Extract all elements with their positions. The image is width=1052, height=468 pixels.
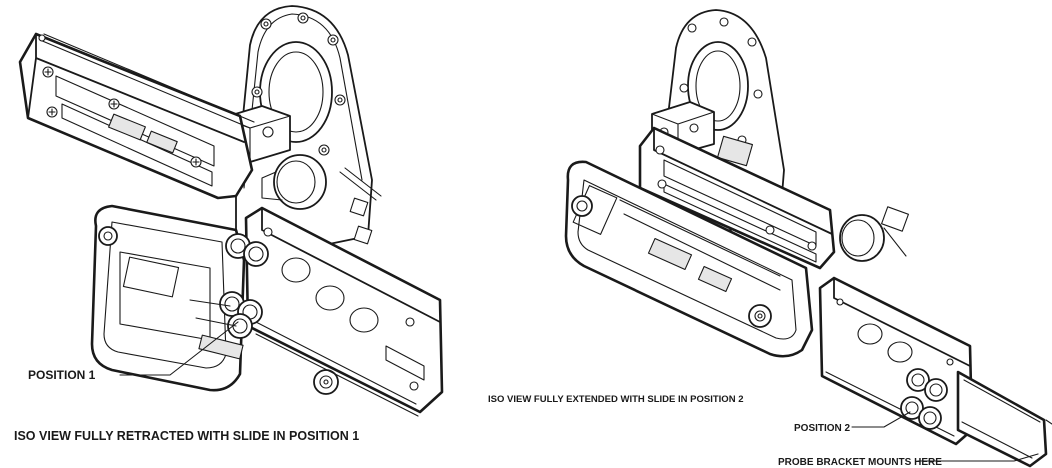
- retracted-view-caption: ISO VIEW FULLY RETRACTED WITH SLIDE IN P…: [14, 429, 359, 443]
- position-2-leader: [851, 411, 911, 428]
- right-pulley-housing: [564, 160, 814, 358]
- position-1-label: POSITION 1: [28, 368, 96, 382]
- probe-bracket-label: PROBE BRACKET MOUNTS HERE: [778, 457, 942, 468]
- right-upper-rail: [638, 126, 836, 270]
- retracted-assembly: [18, 5, 444, 417]
- left-slide-pins: [189, 233, 269, 360]
- right-extended-rail: [956, 370, 1052, 468]
- position-1-leader: [119, 321, 239, 376]
- leader-lines: [119, 321, 1039, 462]
- right-front-plate: [818, 276, 974, 446]
- left-upper-rail: [18, 32, 255, 200]
- right-clamp-block: [651, 101, 754, 167]
- probe-bracket-leader: [917, 453, 1039, 462]
- right-knob: [839, 206, 909, 262]
- extended-view-caption: ISO VIEW FULLY EXTENDED WITH SLIDE IN PO…: [488, 394, 743, 405]
- left-rear-plate: [235, 5, 382, 251]
- right-slide-pins: [900, 368, 948, 430]
- left-knob: [261, 154, 327, 210]
- extended-assembly: [564, 9, 1052, 468]
- position-2-label: POSITION 2: [794, 423, 851, 434]
- left-upper-rail-screws: [42, 66, 202, 168]
